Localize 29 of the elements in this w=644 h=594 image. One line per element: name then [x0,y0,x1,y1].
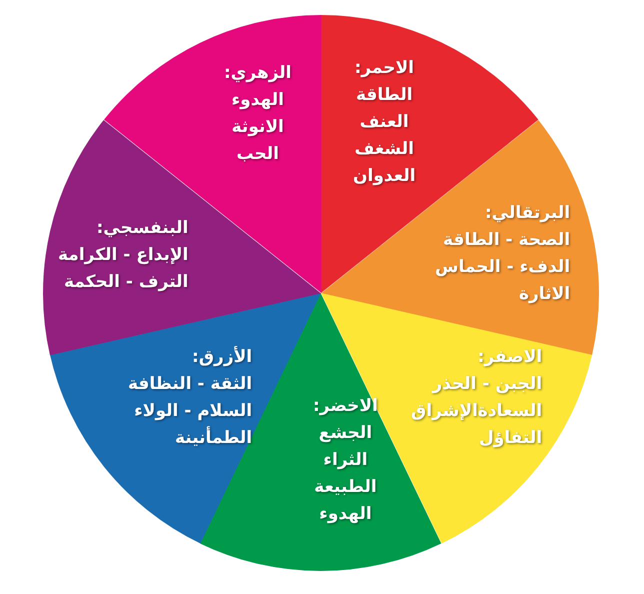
meaning-text: العدوان [353,165,416,188]
meaning-text: الترف - الحكمة [62,270,188,294]
meaning-text: الشغف [354,138,415,161]
meaning-text: الهدوء [318,503,373,526]
meaning-text: الثقة - النظافة [128,373,252,396]
meaning-text: الصحة - الطاقة [442,228,570,252]
meaning-text: الانوثة [230,116,285,139]
meaning-text: الطبيعة [313,476,378,499]
meaning-text: العنف [358,111,410,134]
meaning-text: الثراء [322,449,369,472]
meaning-text: الحب [236,143,280,166]
color-name: الزهري: [224,62,292,85]
meaning-text: الهدوء [230,89,285,112]
meaning-text: التفاؤل [478,427,542,450]
meaning-text: السلام - الولاء [133,400,252,423]
meaning-text: الطمأنينة [174,425,252,450]
meaning-text: الجبن - الحذر [430,373,542,396]
meaning-text: الاثارة [518,282,570,306]
meaning-text: الجشع [318,422,374,445]
color-name: الاصفر: [476,346,542,369]
color-name: الاحمر: [354,57,416,80]
color-name: الأزرق: [191,345,252,369]
meaning-text: الإبداع - الكرامة [58,244,188,267]
meaning-text: الطاقة [354,84,414,107]
color-name: الاخضر: [312,395,378,418]
color-name: البنفسجي: [95,216,188,240]
color-name: البرتقالي: [484,202,570,225]
meaning-text: الدفء - الحماس [435,256,570,279]
meaning-text: السعادةالإشراق [411,400,542,423]
